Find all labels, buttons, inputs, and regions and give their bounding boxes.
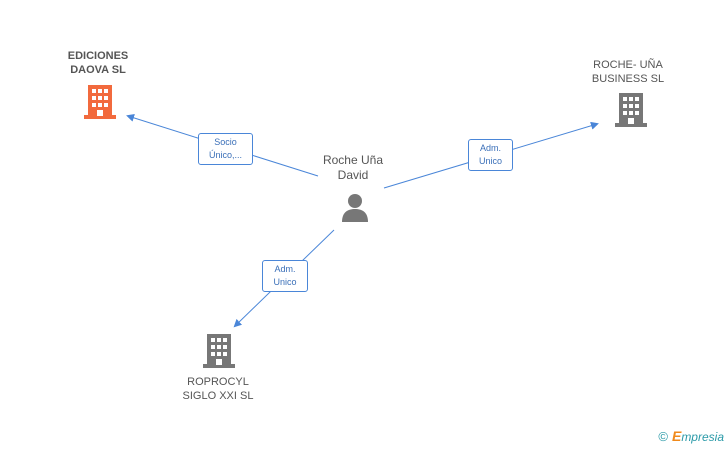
company-label-ediciones[interactable]: EDICIONES DAOVA SL — [67, 50, 129, 76]
edge-label-ediciones: Socio Único,... — [198, 133, 253, 165]
footer-brand: © Empresia — [658, 428, 724, 444]
building-icon[interactable] — [203, 334, 235, 368]
empresia-logo[interactable]: Empresia — [671, 428, 724, 444]
company-label-roche[interactable]: ROCHE- UÑA BUSINESS SL — [591, 59, 665, 85]
edge-label-roche: Adm. Unico — [468, 139, 513, 171]
person-label[interactable]: Roche Uña David — [322, 153, 384, 182]
building-icon[interactable] — [84, 85, 116, 119]
company-label-roprocyl[interactable]: ROPROCYL SIGLO XXI SL — [182, 376, 254, 402]
copyright-symbol: © — [658, 428, 668, 444]
building-icon[interactable] — [615, 93, 647, 127]
person-icon[interactable] — [340, 192, 370, 222]
edge-label-roprocyl: Adm. Unico — [262, 260, 308, 292]
